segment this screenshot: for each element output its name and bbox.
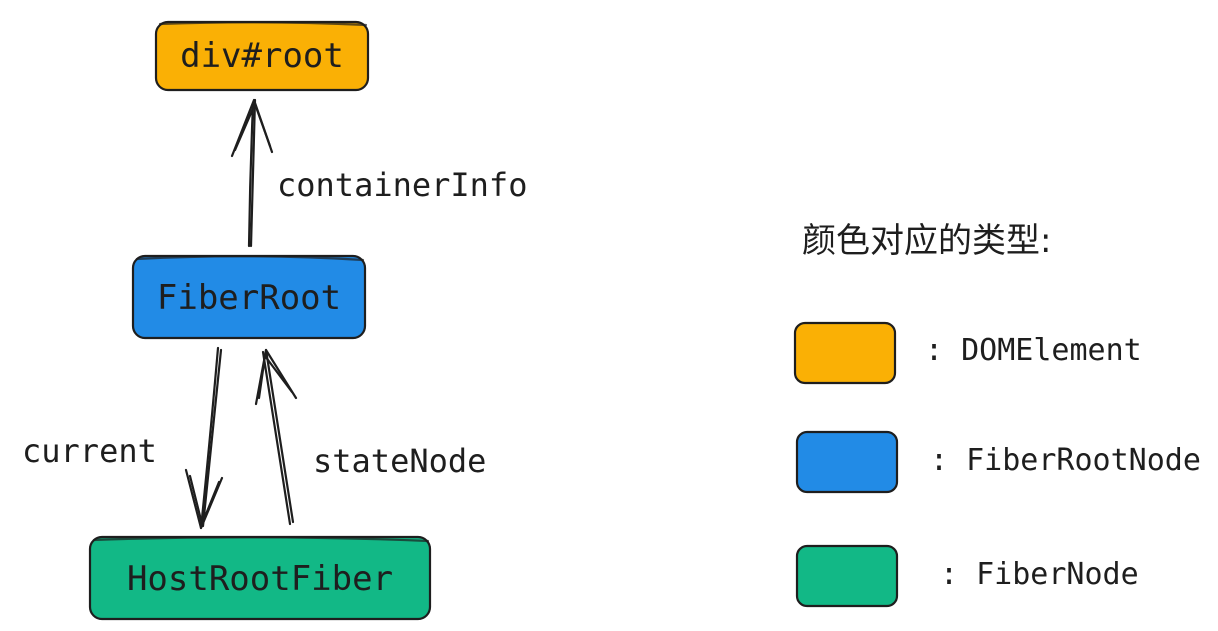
legend-label-fiber-node: : FiberNode (940, 557, 1139, 592)
legend-item-dom-element: : DOMElement (793, 321, 1142, 385)
legend-item-fiber-root-node: : FiberRootNode (795, 430, 1201, 494)
node-host-root-fiber[interactable]: HostRootFiber (88, 535, 432, 621)
legend-title: 颜色对应的类型: (802, 221, 1051, 261)
edge-state-node-label: stateNode (313, 442, 486, 480)
node-fiber-root[interactable]: FiberRoot (131, 254, 367, 340)
edge-current-arrow (184, 346, 224, 530)
legend-label-dom-element: : DOMElement (925, 333, 1142, 368)
node-div-root-label: div#root (180, 36, 344, 76)
node-host-root-fiber-label: HostRootFiber (127, 559, 393, 599)
legend: 颜色对应的类型: : DOMElement : FiberRootNode : … (793, 221, 1201, 608)
node-fiber-root-label: FiberRoot (157, 278, 341, 318)
legend-swatch-dom-element (793, 321, 897, 385)
edge-container-info-label: containerInfo (277, 166, 527, 204)
legend-swatch-fiber-node (795, 544, 899, 608)
edge-current-label: current (22, 432, 157, 470)
node-div-root[interactable]: div#root (154, 20, 370, 92)
edge-state-node-arrow (254, 348, 298, 526)
edge-container-info-arrow (230, 98, 274, 248)
legend-swatch-fiber-root-node (795, 430, 899, 494)
legend-item-fiber-node: : FiberNode (795, 544, 1139, 608)
legend-label-fiber-root-node: : FiberRootNode (930, 443, 1201, 478)
